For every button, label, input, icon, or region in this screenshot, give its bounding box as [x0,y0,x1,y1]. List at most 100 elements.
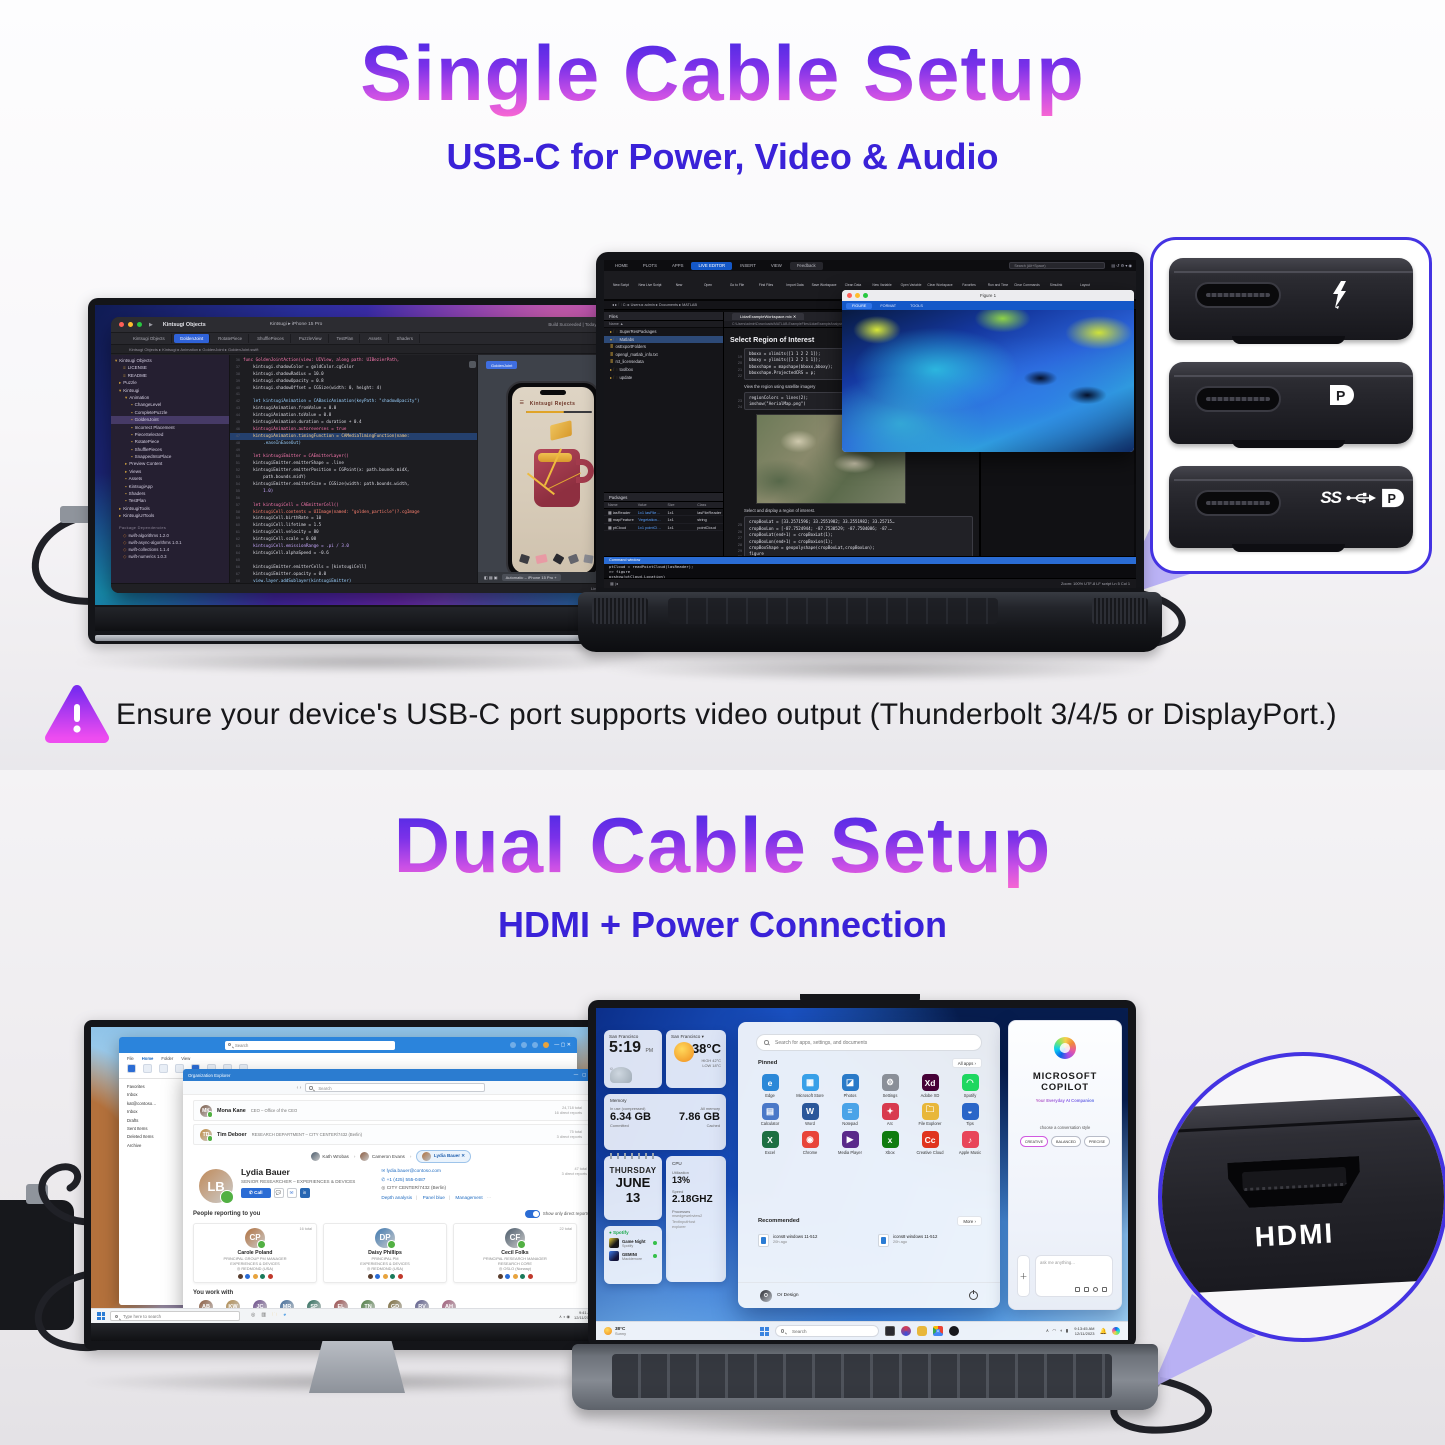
image-icon[interactable] [1075,1287,1080,1292]
app-tile[interactable]: ◉ Chrome [790,1131,830,1155]
user-profile-button[interactable]: O Or Design [760,1289,799,1302]
taskbar-icon[interactable]: ▥ [261,1312,267,1318]
person-row[interactable]: TD Tim Deboer RESEARCH DEPARTMENT – CITY… [193,1124,589,1145]
canvas-controls-icon[interactable]: ◧ ▦ ▣ [484,575,498,580]
precise-style-button[interactable]: PRECISE [1083,1136,1111,1147]
tray-icons[interactable]: ∧ ◠ ◖ ▮ [1045,1328,1070,1333]
feedback-button[interactable]: Feedback [789,261,823,270]
taskbar-icon[interactable]: ◎ [251,1312,256,1318]
app-tile[interactable]: 🗀 File Explorer [918,1102,942,1126]
file-row[interactable]: ▸ 🗀SuperResPackages [610,329,657,334]
creative-style-button[interactable]: CREATIVE [1019,1136,1049,1147]
weather-widget[interactable]: San Francisco ▾ 38°C HIGH 42°C LOW 18°C [666,1030,726,1088]
copilot-input[interactable]: ask me anything... [1035,1255,1113,1297]
edge-icon[interactable]: ◕ [283,1312,287,1318]
back-icon[interactable]: ‹ › [296,1084,302,1091]
app-tile[interactable]: X Excel [750,1131,790,1155]
calendar-widget[interactable]: THURSDAY JUNE 13 [604,1153,662,1220]
xcode-tab[interactable]: Kintsugi Objects [127,334,172,343]
maximize-icon[interactable]: ▢ [582,1072,587,1077]
all-apps-button[interactable]: All apps › [951,1058,982,1068]
app-tile[interactable]: ▤ Calculator [750,1102,790,1126]
app-tile[interactable]: Cc Creative Cloud [910,1131,950,1155]
matlab-search-input[interactable]: Search (Alt+Space) [1009,262,1106,269]
task-view-icon[interactable] [885,1326,896,1336]
xcode-file-row[interactable]: ▪CompletePuzzle [131,409,168,415]
matlab-tab[interactable]: HOME [615,263,628,268]
ribbon-icon[interactable] [143,1064,152,1073]
start-button[interactable] [760,1326,770,1336]
new-mail-button[interactable] [127,1064,136,1073]
xcode-file-row[interactable]: ▪GoldenJoint [111,416,229,424]
app-tile[interactable]: e Edge [750,1074,790,1098]
clock-widget[interactable]: San Francisco 5:19 PM ☼ [604,1030,662,1088]
run-icon[interactable]: ▶ [149,321,153,328]
matlab-tab[interactable]: APPS [672,263,684,268]
linkedin-button[interactable]: in [299,1187,310,1198]
contact-icon[interactable] [245,1273,250,1279]
notification-bell-icon[interactable]: 🔔 [1099,1328,1107,1335]
cpu-widget[interactable]: CPU Utilization 13% Speed 2.18GHZ Proces… [666,1156,726,1282]
outlook-search-input[interactable]: Search [225,1040,395,1050]
xcode-file-row[interactable]: ▾Kintsugi [119,387,140,393]
toolbar-button[interactable]: Import Data [786,283,804,287]
direct-reports-toggle[interactable] [524,1210,540,1218]
mic-icon[interactable] [1093,1287,1098,1292]
figure-tab[interactable]: TOOLS [910,303,923,308]
report-card[interactable]: 22 total CF Cecil Folks PRINCIPAL RESEAR… [453,1222,577,1283]
ribbon-tab[interactable]: Home [141,1055,154,1061]
toolbar-button[interactable]: New Live Script [638,283,662,287]
xcode-file-row[interactable]: ▸Puzzle [119,380,137,386]
contact-icon[interactable] [390,1273,395,1279]
taskbar-search[interactable]: Search [775,1325,880,1337]
package-row[interactable]: ◇swift-async-algorithms 1.0.1 [123,539,182,545]
start-search-input[interactable]: Search for apps, settings, and documents [756,1034,982,1051]
toolbar-button[interactable]: Go to File [729,283,745,287]
minimize-window-button[interactable] [855,293,860,298]
xcode-file-row[interactable]: ▪Assets [125,476,143,482]
call-button[interactable]: ✆ Call [241,1187,271,1198]
chain-person-selected[interactable]: Lydia Bauer ✕ [416,1149,472,1163]
xcode-tab[interactable]: Shaders [391,334,420,343]
contact-icon[interactable] [267,1273,273,1279]
ribbon-icon[interactable] [175,1064,184,1073]
maximize-window-button[interactable] [137,322,142,327]
file-row[interactable]: ≣osExportFolders [610,344,647,350]
xcode-file-row[interactable]: ▸KintsugiTools [119,505,150,511]
xcode-file-row[interactable]: ▪SnappedIntoPlace [131,454,172,460]
contact-icon[interactable] [367,1273,373,1279]
matlab-tab[interactable]: VIEW [770,263,782,268]
arc-icon[interactable] [901,1326,912,1336]
xcode-file-row[interactable]: ▪ChangeLevel [131,402,162,408]
app-tile[interactable]: ◒ Tips [950,1102,990,1126]
avatar[interactable] [543,1042,550,1048]
new-chat-button[interactable]: ＋ [1017,1255,1030,1297]
minimize-icon[interactable]: — [573,1072,579,1077]
xcode-file-row[interactable]: ▪TestPlan [125,498,146,504]
app-icon[interactable] [949,1326,960,1336]
toolbar-button[interactable]: Clean Data [844,283,862,287]
toolbar-icon[interactable] [532,1042,539,1048]
ribbon-icon[interactable] [159,1064,168,1073]
person-row[interactable]: MK Mona Kane CEO – Office of the CEO 24,… [193,1100,589,1121]
toolbar-button[interactable]: Open [703,283,713,287]
toolbar-button[interactable]: Layout [1080,283,1090,287]
copilot-taskbar-icon[interactable] [1112,1327,1120,1335]
hamburger-menu-icon[interactable]: ☰ [519,400,524,406]
close-window-button[interactable] [847,293,852,298]
xcode-file-row[interactable]: ▪Shaders [125,491,146,497]
report-card[interactable]: DP Daisy Phillips PRINCIPAL PM EXPERIENC… [323,1222,447,1283]
file-explorer-icon[interactable] [917,1326,928,1336]
xcode-file-row[interactable]: ▸Preview Content [125,461,163,467]
app-tile[interactable]: ≡ Notepad [830,1102,870,1126]
figure-tab[interactable]: FIGURE [846,302,873,309]
more-button[interactable]: More › [957,1216,982,1226]
report-card[interactable]: 16 total CP Carole Poland PRINCIPAL GROU… [193,1222,317,1283]
file-explorer-icon[interactable]: 🗀 [272,1312,278,1318]
xcode-scheme-chip[interactable]: Kintsugi ▸ iPhone 15 Pro [269,322,323,327]
contact-icon[interactable] [527,1273,533,1279]
